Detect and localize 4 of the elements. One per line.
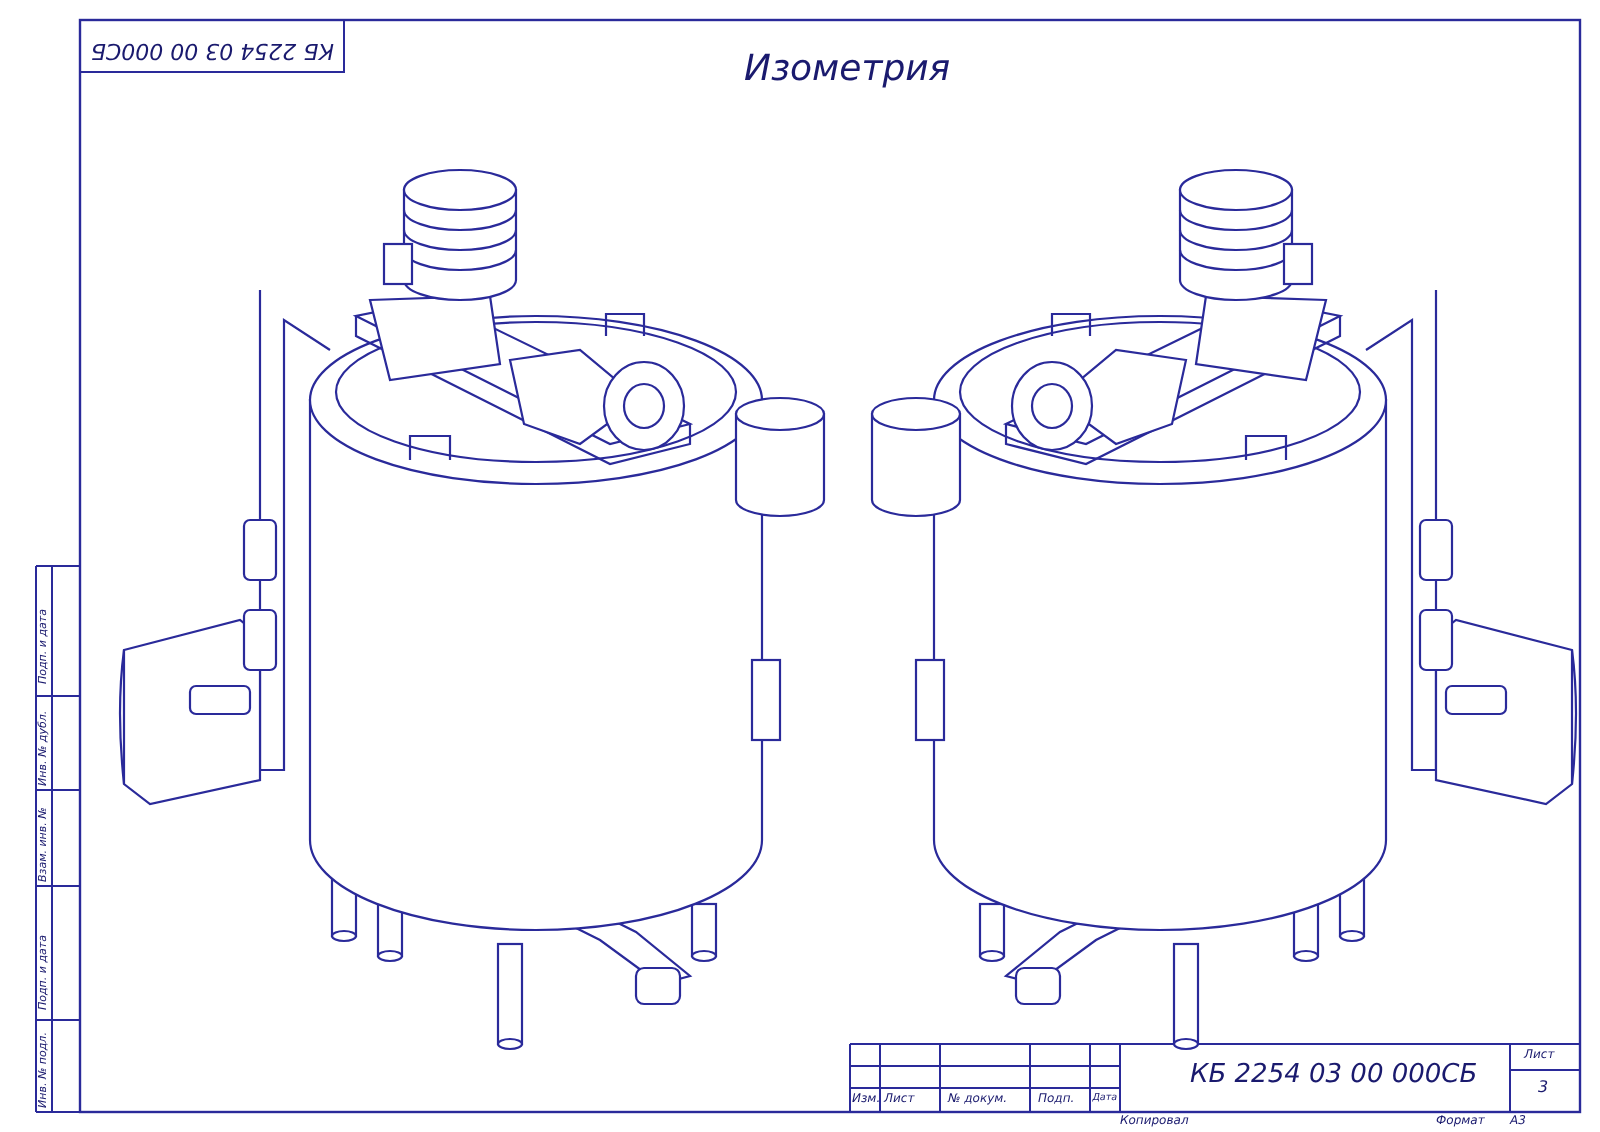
view-title: Изометрия xyxy=(744,52,951,88)
drawing-number: КБ 2254 03 00 000СБ xyxy=(1190,1062,1478,1088)
drawing-number: КБ 2254 03 00 000СБ xyxy=(90,40,334,62)
sheet-number: 3 xyxy=(1538,1080,1549,1096)
